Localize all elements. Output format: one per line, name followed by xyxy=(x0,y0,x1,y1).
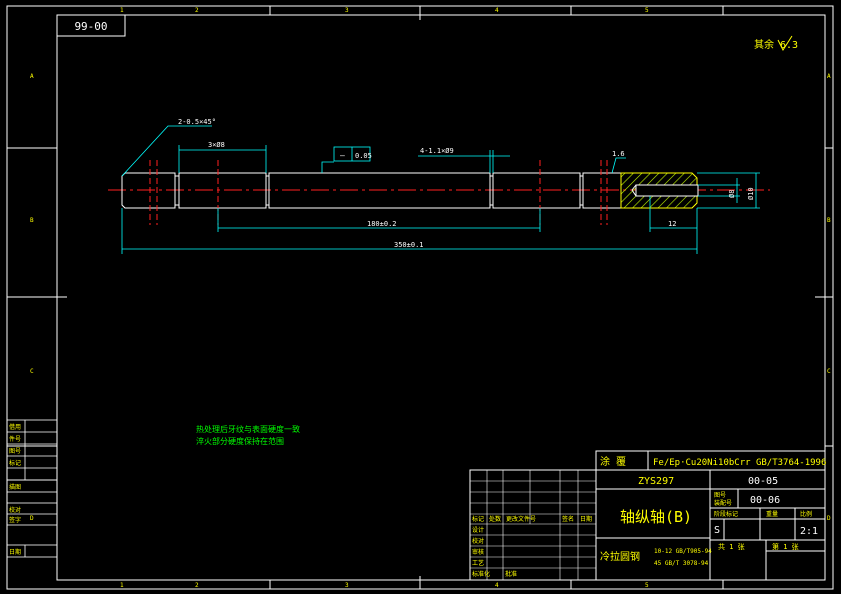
signature-label: 标准化 xyxy=(472,570,490,578)
material-label: 冷拉圆钢 xyxy=(600,550,640,563)
zone-label-left: C xyxy=(30,368,34,375)
zone-label-right: B xyxy=(827,217,831,224)
dim-length-total: 350±0.1 xyxy=(394,241,424,249)
dim-flatness: 0.05 xyxy=(355,152,372,160)
zone-label-top: 5 xyxy=(645,7,649,14)
dim-chamfer: 2-0.5×45° xyxy=(178,118,216,126)
dim-surface-finish: 1.6 xyxy=(612,150,625,158)
zone-labels: 1 2 3 4 5 1 2 3 4 5 A B C D A B C D xyxy=(30,7,831,589)
zone-label-right: D xyxy=(827,515,831,522)
zone-label-left: D xyxy=(30,515,34,522)
dim-length-mid: 180±0.2 xyxy=(367,220,397,228)
stamp-label: 签字 xyxy=(9,516,21,524)
zone-label-left: A xyxy=(30,73,34,80)
small-label: 装配号 xyxy=(714,499,732,507)
coating-spec: Fe/Ep·Cu20Ni10bCrr GB/T3764-1996 xyxy=(653,458,826,468)
zone-label-bottom: 4 xyxy=(495,582,499,589)
scale-label: 比例 xyxy=(800,510,812,518)
revision-header: 处数 xyxy=(489,515,501,523)
title-block: 标记 处数 更改文件号 签名 日期 设计 校对 审核 工艺 标准化 批准 涂 覆… xyxy=(469,450,826,581)
sheet-index: 第 1 张 xyxy=(772,542,799,551)
stamp-label: 校对 xyxy=(9,506,21,514)
stamp-label: 借用 xyxy=(9,423,21,431)
part-name: 轴纵轴(B) xyxy=(620,508,692,526)
technical-notes: 热处理后牙纹与表面硬度一致 淬火部分硬度保持在范围 xyxy=(196,424,300,446)
zone-label-right: A xyxy=(827,73,831,80)
coating-label: 涂 覆 xyxy=(600,455,626,468)
drawing-number-text: 99-00 xyxy=(74,20,107,33)
note-line: 热处理后牙纹与表面硬度一致 xyxy=(196,424,300,434)
dim-groove-left: 3×Ø8 xyxy=(208,141,225,149)
sheet-total: 共 1 张 xyxy=(718,542,745,551)
zone-label-bottom: 1 xyxy=(120,582,124,589)
left-stamp-block: 借用 件号 图号 标记 描图 校对 签字 日期 xyxy=(6,419,58,558)
roughness-symbol-icon xyxy=(777,35,793,52)
signature-rows: 设计 校对 审核 工艺 标准化 批准 xyxy=(472,526,517,578)
zone-label-left: B xyxy=(30,217,34,224)
zone-label-top: 2 xyxy=(195,7,199,14)
scale-value: 2:1 xyxy=(800,526,818,537)
signature-label: 工艺 xyxy=(472,559,484,567)
stamp-label: 图号 xyxy=(9,448,21,455)
stage-value: S xyxy=(714,525,720,536)
shaft-bore xyxy=(635,184,699,197)
dim-bore-dia-a: Ø8 xyxy=(728,190,736,198)
drawing-number-box: 99-00 xyxy=(56,14,126,37)
material-spec-2: 45 GB/T 3078-94 xyxy=(654,560,709,567)
material-spec-1: 10-12 GB/T905-94 xyxy=(654,548,712,555)
signature-label: 批准 xyxy=(505,570,517,578)
note-line: 淬火部分硬度保持在范围 xyxy=(196,436,284,446)
stamp-label: 日期 xyxy=(9,548,21,556)
revision-grid xyxy=(470,470,596,580)
zone-label-bottom: 2 xyxy=(195,582,199,589)
signature-label: 审核 xyxy=(472,548,484,556)
part-code: ZYS297 xyxy=(638,476,674,487)
drawing-frame xyxy=(6,5,834,590)
section-marks xyxy=(149,160,608,225)
stamp-label: 件号 xyxy=(9,435,21,443)
assembly-code: 00-05 xyxy=(748,476,778,487)
stage-label: 阶段标记 xyxy=(714,510,738,518)
zone-label-top: 1 xyxy=(120,7,124,14)
dim-bore-dia-b: Ø10 xyxy=(747,187,755,200)
zone-label-bottom: 5 xyxy=(645,582,649,589)
revision-header: 标记 xyxy=(472,515,484,523)
revision-header: 更改文件号 xyxy=(506,515,536,523)
flatness-symbol-icon: — xyxy=(340,151,345,160)
revision-header: 签名 xyxy=(562,515,574,523)
roughness-note-text: 其余 6.3 xyxy=(754,38,798,51)
revision-headers: 标记 处数 更改文件号 签名 日期 xyxy=(472,515,592,523)
stamp-label: 描图 xyxy=(9,483,21,491)
dimension-texts: 2-0.5×45° 3×Ø8 0.05 — 4-1.1×Ø9 1.6 180±0… xyxy=(178,118,755,249)
signature-label: 校对 xyxy=(472,537,484,545)
shaft-part xyxy=(108,160,770,225)
drawing-no: 00-06 xyxy=(750,495,780,506)
zone-label-top: 3 xyxy=(345,7,349,14)
small-label: 图号 xyxy=(714,492,726,499)
dim-bore-depth: 12 xyxy=(668,220,676,228)
roughness-note: 其余 6.3 xyxy=(754,35,798,52)
zone-label-bottom: 3 xyxy=(345,582,349,589)
zone-label-right: C xyxy=(827,368,831,375)
signature-label: 设计 xyxy=(472,526,484,534)
dim-groove-right: 4-1.1×Ø9 xyxy=(420,147,454,155)
stamp-label: 标记 xyxy=(9,459,21,467)
dimensions xyxy=(121,125,760,254)
weight-label: 重量 xyxy=(766,510,778,518)
revision-header: 日期 xyxy=(580,515,592,523)
zone-label-top: 4 xyxy=(495,7,499,14)
